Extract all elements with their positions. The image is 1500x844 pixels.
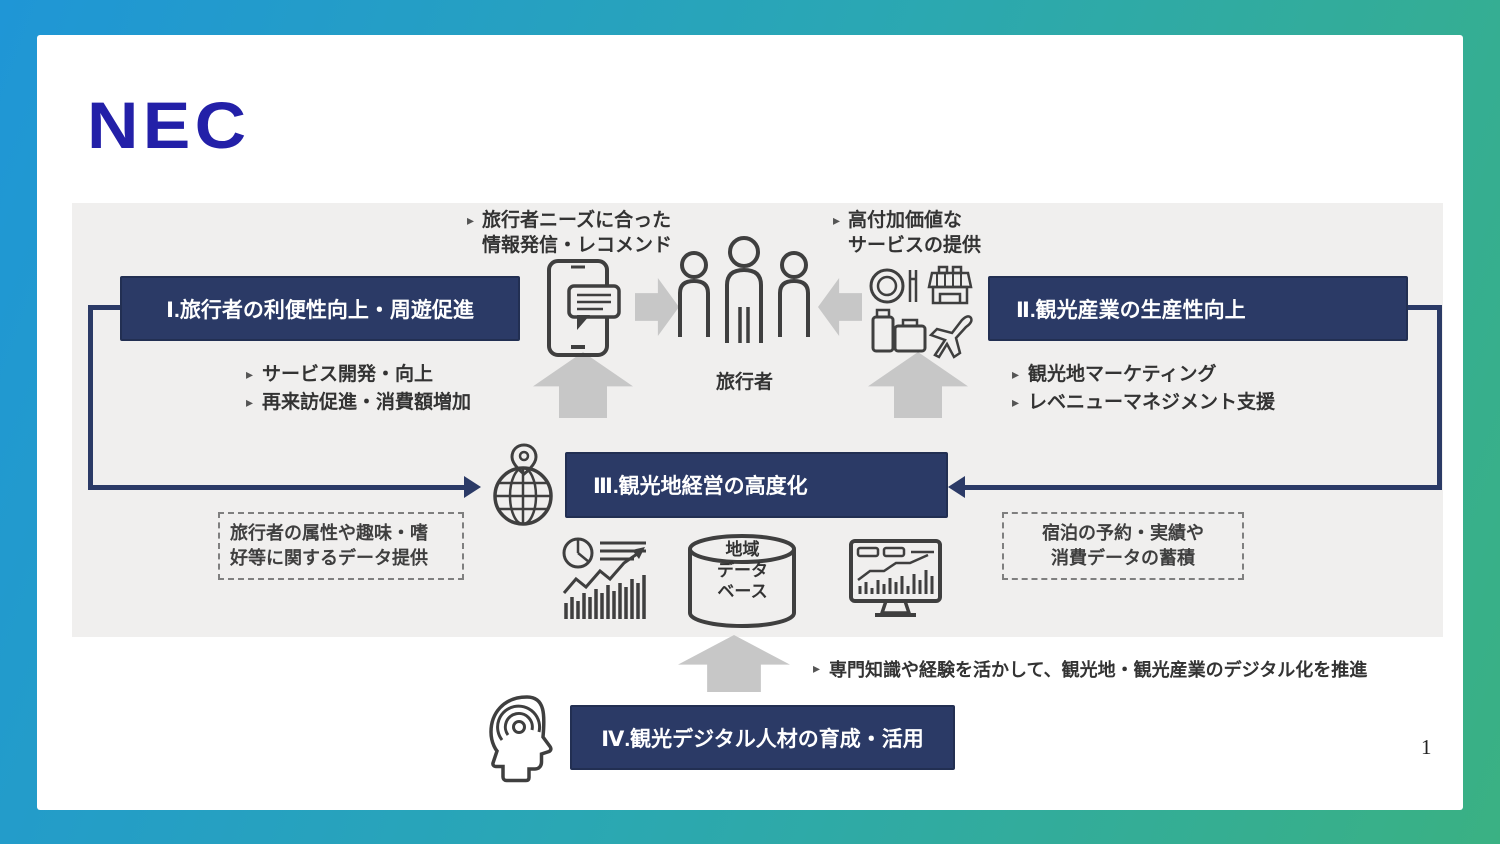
bullet-text: サービス開発・向上 bbox=[262, 364, 434, 385]
database-icon bbox=[685, 533, 800, 630]
dashed-note-line: 旅行者の属性や趣味・嗜 bbox=[230, 523, 428, 543]
box-1-traveler-convenience: Ⅰ.旅行者の利便性向上・周遊促進 bbox=[120, 276, 520, 341]
triangle-bullet-icon: ▸ bbox=[467, 212, 475, 228]
dashed-note-line: 宿泊の予約・実績や bbox=[1042, 523, 1204, 543]
bullet-text: 再来訪促進・消費額増加 bbox=[262, 392, 472, 413]
list-item: ▸ 観光地マーケティング bbox=[1012, 362, 1275, 387]
bullet-text: 観光地マーケティング bbox=[1028, 364, 1217, 385]
note-line: 旅行者ニーズに合った bbox=[482, 210, 672, 231]
box1-bullet-list: ▸ サービス開発・向上 ▸ 再来訪促進・消費額増加 bbox=[246, 362, 471, 418]
monitor-chart-icon bbox=[848, 538, 943, 623]
dashed-note-line: 好等に関するデータ提供 bbox=[230, 548, 428, 568]
human-head-icon bbox=[483, 693, 563, 783]
list-item: ▸ サービス開発・向上 bbox=[246, 362, 471, 387]
nec-logo: NEC bbox=[87, 88, 251, 162]
database-label: 地域 データ ベース bbox=[685, 539, 800, 602]
dashed-note-line: 消費データの蓄積 bbox=[1051, 548, 1195, 568]
dashed-note-right: 宿泊の予約・実績や 消費データの蓄積 bbox=[1002, 512, 1244, 580]
database-label-line: ベース bbox=[717, 582, 768, 601]
triangle-bullet-icon: ▸ bbox=[1012, 394, 1020, 410]
connector-left-h1 bbox=[88, 305, 122, 310]
page-number: 1 bbox=[1421, 735, 1432, 759]
bullet-text: レベニューマネジメント支援 bbox=[1028, 392, 1276, 413]
note-top-right: ▸ 高付加価値な サービスの提供 bbox=[833, 208, 981, 258]
connector-right-arrowhead bbox=[948, 476, 965, 498]
note-line: 情報発信・レコメンド bbox=[482, 235, 673, 256]
note-top-left: ▸ 旅行者ニーズに合った 情報発信・レコメンド bbox=[467, 208, 672, 258]
triangle-bullet-icon: ▸ bbox=[246, 394, 254, 410]
database-label-line: 地域 bbox=[725, 540, 760, 559]
note-line: 高付加価値な bbox=[848, 210, 963, 231]
box2-bullet-list: ▸ 観光地マーケティング ▸ レベニューマネジメント支援 bbox=[1012, 362, 1275, 418]
triangle-bullet-icon: ▸ bbox=[813, 660, 821, 676]
connector-right-v bbox=[1437, 305, 1442, 490]
connector-right-h2 bbox=[965, 485, 1442, 490]
triangle-bullet-icon: ▸ bbox=[833, 212, 841, 228]
travelers-icon bbox=[672, 235, 817, 365]
note-line: サービスの提供 bbox=[848, 235, 982, 256]
smartphone-chat-icon bbox=[543, 258, 628, 358]
connector-left-arrowhead bbox=[464, 476, 481, 498]
list-item: ▸ 再来訪促進・消費額増加 bbox=[246, 390, 471, 415]
connector-left-h2 bbox=[88, 485, 464, 490]
arrow-up-bottom-icon bbox=[678, 635, 790, 692]
connector-right-h1 bbox=[1408, 305, 1442, 310]
dashed-note-left: 旅行者の属性や趣味・嗜 好等に関するデータ提供 bbox=[218, 512, 464, 580]
tourism-services-icon bbox=[865, 265, 980, 360]
analytics-charts-icon bbox=[558, 533, 653, 623]
note-bottom: ▸ 専門知識や経験を活かして、観光地・観光産業のデジタル化を推進 bbox=[813, 656, 1367, 682]
database-label-line: データ bbox=[717, 561, 768, 580]
list-item: ▸ レベニューマネジメント支援 bbox=[1012, 390, 1275, 415]
box-2-industry-productivity: Ⅱ.観光産業の生産性向上 bbox=[988, 276, 1408, 341]
note-text: 専門知識や経験を活かして、観光地・観光産業のデジタル化を推進 bbox=[829, 660, 1368, 680]
triangle-bullet-icon: ▸ bbox=[246, 366, 254, 382]
presentation-slide: NEC ▸ 旅行者ニーズに合った 情報発信・レコメンド ▸ 高付加価値な サービ… bbox=[37, 35, 1463, 810]
connector-left-v bbox=[88, 305, 93, 490]
travelers-label: 旅行者 bbox=[715, 372, 773, 393]
triangle-bullet-icon: ▸ bbox=[1012, 366, 1020, 382]
box-3-destination-management: Ⅲ.観光地経営の高度化 bbox=[565, 452, 948, 518]
globe-pin-icon bbox=[486, 443, 564, 528]
box-4-digital-talent: Ⅳ.観光デジタル人材の育成・活用 bbox=[570, 705, 955, 770]
